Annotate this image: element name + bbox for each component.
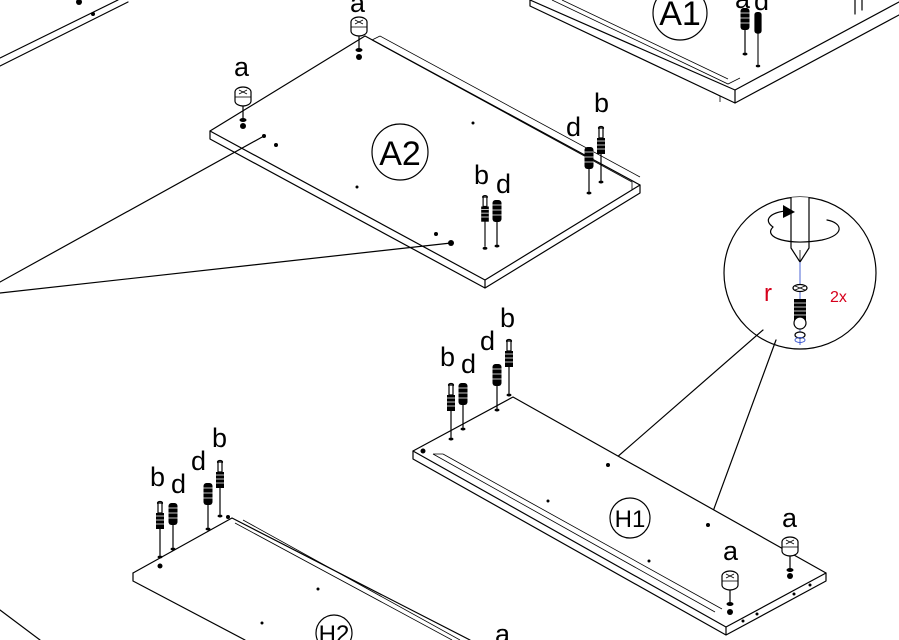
panel-a1-badge	[652, 0, 708, 41]
a2-label-a-left: a	[234, 52, 250, 82]
h1-label-d-2: d	[480, 326, 495, 356]
panel-a2: A2 a a d b b d	[209, 0, 641, 289]
h1-label-b-1: b	[440, 342, 455, 372]
panel-a1-label: A1	[659, 0, 701, 33]
h1-label-d-1: d	[461, 349, 476, 379]
panel-a1: A1 a d	[529, 0, 899, 104]
dowel-h2-1	[167, 502, 179, 552]
fragment-label-a: a	[79, 0, 95, 5]
panel-h1-badge	[609, 497, 651, 539]
h2-label-b-1: b	[150, 462, 165, 492]
dowel-h2-2	[202, 482, 214, 532]
detail-magnifier: r 2x	[723, 196, 877, 350]
h1-label-a-1: a	[723, 536, 739, 566]
panel-h2-label: H2	[319, 621, 350, 640]
panel-h2: H2 a b d d b	[132, 423, 511, 640]
cam-bolt-h2-1	[155, 500, 165, 560]
detail-part-label: r	[764, 280, 772, 307]
part-label-a: a	[735, 0, 751, 14]
a2-label-b-front: b	[474, 160, 489, 190]
h2-label-d-1: d	[171, 469, 186, 499]
h2-label-d-2: d	[191, 446, 206, 476]
h2-label-b-2: b	[212, 423, 227, 453]
panel-a2-badge	[371, 123, 429, 181]
panel-h1-label: H1	[615, 506, 646, 533]
a2-label-d-front: d	[496, 169, 511, 199]
detail-quantity: 2x	[830, 289, 847, 306]
callout-lines-a2	[0, 135, 452, 294]
panel-fragment-bottom-left	[0, 609, 41, 640]
part-label-d: d	[754, 0, 769, 16]
panel-a2-label: A2	[379, 135, 421, 173]
cam-bolt-detail	[792, 283, 808, 343]
h1-label-b-2: b	[500, 303, 515, 333]
a2-label-b-right: b	[594, 88, 609, 118]
a2-label-d-right: d	[566, 112, 581, 142]
panel-fragment-top-left: a	[0, 0, 129, 67]
callout-lines-h1	[607, 329, 777, 526]
h2-label-a: a	[495, 619, 511, 640]
panel-h2-badge	[315, 614, 353, 640]
a2-label-a-top: a	[350, 0, 366, 18]
rotate-arrow-icon	[767, 205, 840, 243]
cam-bolt-h1-2	[504, 338, 514, 398]
panel-h1: H1 b d d b a a	[412, 303, 827, 636]
cam-bolt-h2-2	[215, 459, 225, 519]
h1-label-a-2: a	[782, 503, 798, 533]
